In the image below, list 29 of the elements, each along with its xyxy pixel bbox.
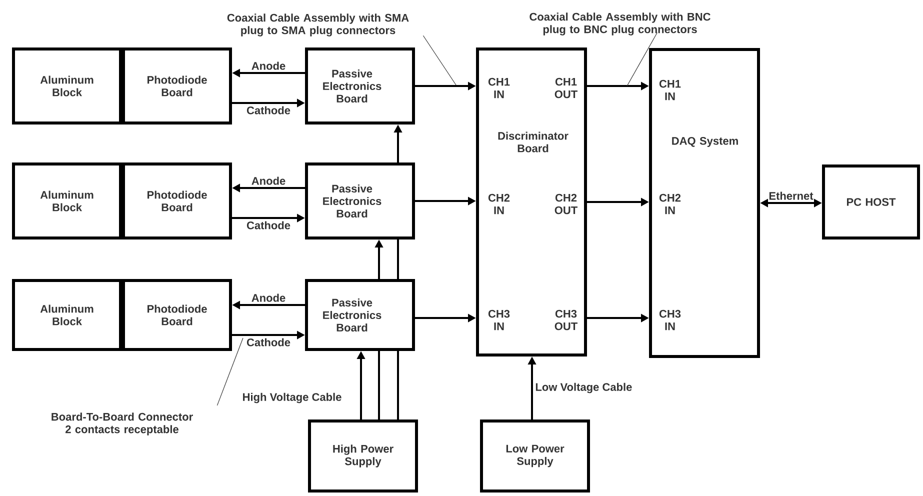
leader-line xyxy=(422,35,456,86)
edge-label: Cathode xyxy=(246,221,290,230)
block-box: CH1 IN CH1 OUT Discriminator Board CH2 IN CH2 OUT CH3 IN CH3 OUT xyxy=(476,48,587,356)
block-box: Passive Electronics Board xyxy=(305,162,415,240)
leader-line xyxy=(216,338,244,406)
block-box: Passive Electronics Board xyxy=(305,279,415,351)
edge-label: Low Voltage Cable xyxy=(536,382,632,394)
block-box: Photodiode Board xyxy=(122,162,232,240)
block-box: Passive Electronics Board xyxy=(305,48,415,124)
edge-label: Anode xyxy=(252,62,286,70)
block-box: Aluminum Block xyxy=(12,162,122,240)
leader-line xyxy=(626,32,658,86)
block-box: PC HOST xyxy=(822,164,920,240)
block-box: Low Power Supply xyxy=(480,420,590,492)
block-box: Photodiode Board xyxy=(122,279,232,351)
block-box: High Power Supply xyxy=(308,420,418,492)
edge-label: Cathode xyxy=(246,106,290,114)
block-box: Photodiode Board xyxy=(122,48,232,124)
cable-label: High Voltage Cable xyxy=(243,392,342,404)
callout-text: Board-To-Board Connector 2 contacts receptable xyxy=(52,412,193,436)
block-box: Aluminum Block xyxy=(12,48,122,124)
block-box: CH1 IN DAQ System CH2 IN CH3 IN xyxy=(649,48,760,358)
block-box: Aluminum Block xyxy=(12,279,122,351)
edge-label: Cathode xyxy=(246,338,290,346)
edge-label: Ethernet xyxy=(769,192,814,200)
edge-label: Anode xyxy=(252,176,286,185)
edge-label: Anode xyxy=(252,294,286,302)
callout-text: Coaxial Cable Assembly with BNC plug to BNC plug connectors xyxy=(530,12,710,36)
callout-text: Coaxial Cable Assembly with SMA plug to SMA plug connectors xyxy=(227,14,409,36)
